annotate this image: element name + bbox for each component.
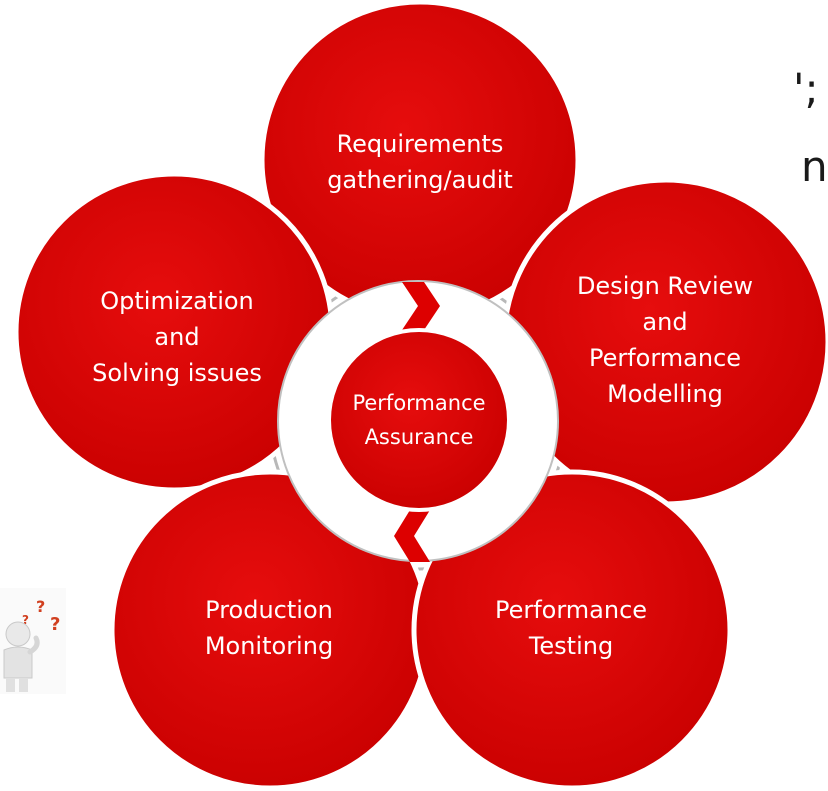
label-requirements-line2: gathering/audit bbox=[327, 166, 513, 194]
label-center-line1: Performance bbox=[352, 391, 486, 415]
label-requirements-line1: Requirements bbox=[336, 130, 504, 158]
label-design-line1: Design Review bbox=[576, 272, 754, 300]
label-testing-line1: Performance bbox=[494, 596, 648, 624]
svg-text:?: ? bbox=[50, 614, 60, 635]
edge-text-punctuation: '; bbox=[793, 64, 819, 113]
label-testing-line2: Testing bbox=[528, 632, 614, 660]
chevron-top-icon bbox=[402, 282, 440, 330]
label-requirements: Requirements gathering/audit bbox=[327, 126, 513, 198]
label-optimization: Optimization and Solving issues bbox=[92, 283, 262, 391]
center-circle bbox=[327, 328, 511, 512]
label-center: Performance Assurance bbox=[352, 386, 485, 454]
label-design-line3: Performance bbox=[588, 344, 742, 372]
label-design-line4: Modelling bbox=[607, 380, 723, 408]
edge-text-letter: n bbox=[801, 142, 828, 191]
label-optimization-line2: and bbox=[154, 323, 200, 351]
label-design-line2: and bbox=[642, 308, 688, 336]
label-testing: Performance Testing bbox=[495, 592, 647, 664]
label-center-line2: Assurance bbox=[364, 425, 474, 449]
label-optimization-line1: Optimization bbox=[100, 287, 254, 315]
label-monitoring-line2: Monitoring bbox=[204, 632, 334, 660]
chevron-bottom-icon bbox=[394, 510, 430, 562]
svg-text:?: ? bbox=[36, 597, 45, 616]
label-optimization-line3: Solving issues bbox=[92, 359, 262, 387]
label-monitoring-line1: Production bbox=[205, 596, 333, 624]
label-design: Design Review and Performance Modelling bbox=[577, 268, 753, 412]
label-monitoring: Production Monitoring bbox=[205, 592, 333, 664]
thinking-person-question-marks-icon: ? ? ? bbox=[0, 588, 66, 694]
svg-text:?: ? bbox=[22, 613, 29, 627]
